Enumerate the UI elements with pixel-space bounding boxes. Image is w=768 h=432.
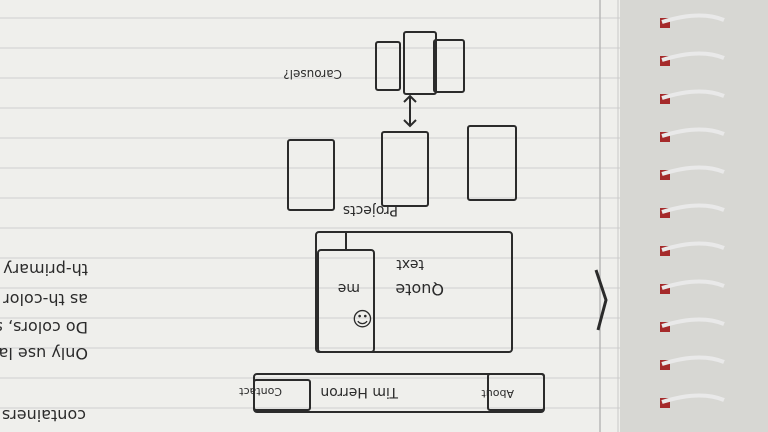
- spiral-binding-area: [620, 0, 768, 432]
- me-label: me: [338, 280, 360, 296]
- containers-label: containers: [2, 406, 86, 425]
- note-line-3: as th-color: [3, 290, 88, 309]
- nav-contact-label: Contact: [239, 385, 282, 398]
- navbar-sketch: [253, 373, 545, 413]
- note-line-4: th-primary: [3, 260, 88, 279]
- projects-cards-sketch: [287, 125, 517, 211]
- text-label: text: [396, 256, 424, 272]
- notebook-paper: [0, 0, 640, 432]
- nav-about-label: About: [481, 387, 514, 400]
- carousel-sketch: [375, 31, 465, 128]
- hero-quote-sketch: [315, 231, 513, 353]
- quote-label: Quote: [395, 280, 444, 299]
- nav-name-label: Tim Herron: [320, 384, 399, 400]
- carousel-label: Carousel?: [283, 67, 342, 81]
- spiral-coils: [660, 13, 725, 408]
- note-line-1: Only use layout: [0, 344, 88, 363]
- note-line-2: Do colors, styles: [0, 318, 88, 337]
- stray-pen-mark: [594, 269, 608, 331]
- projects-label: Projects: [343, 202, 398, 218]
- smiley-icon: ☺: [352, 307, 373, 331]
